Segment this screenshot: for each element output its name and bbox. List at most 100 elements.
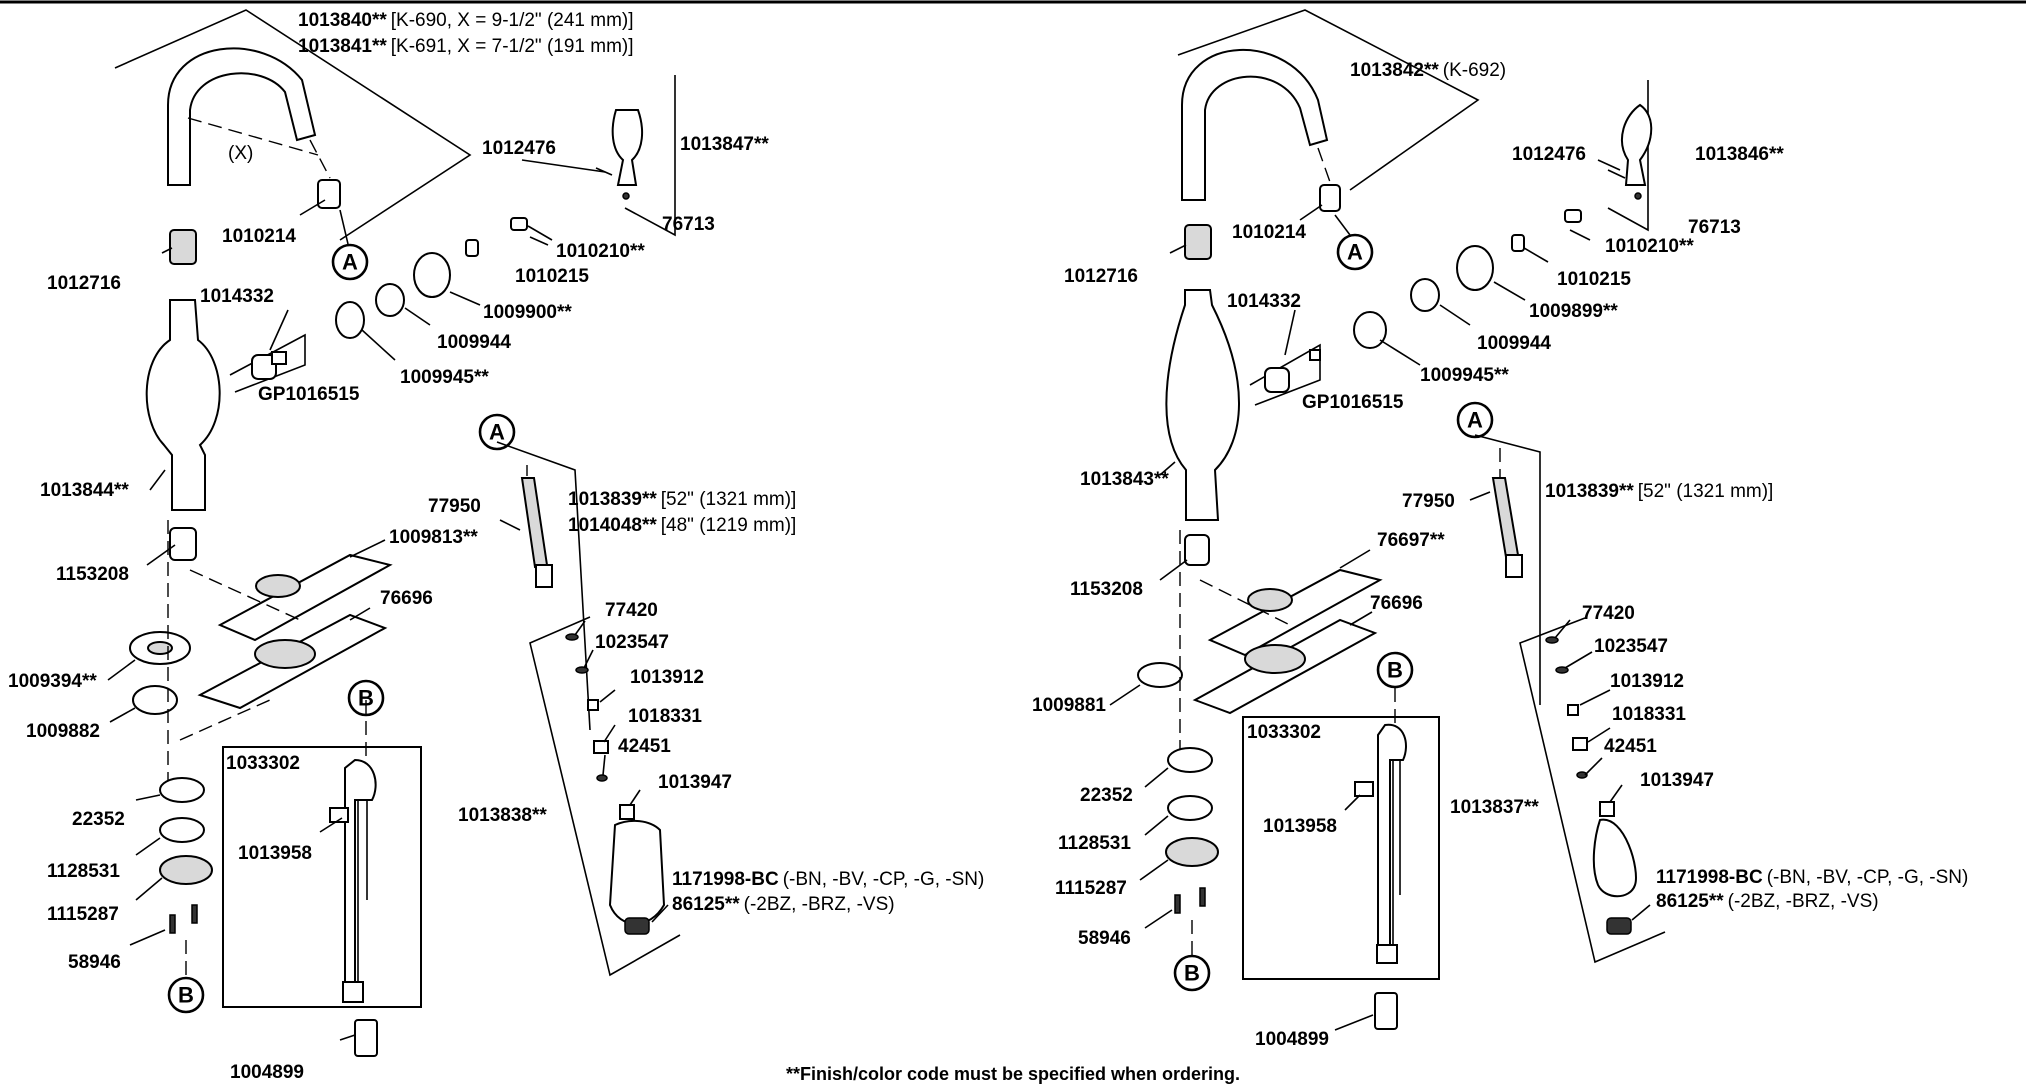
part-label: 1023547 — [1594, 636, 1668, 657]
callout-a-label: A — [1467, 408, 1483, 433]
x-dimension-line — [187, 117, 319, 156]
part-label: 42451 — [618, 736, 671, 757]
part-label: 76696 — [1370, 593, 1423, 614]
part-label: 1009944 — [1477, 333, 1551, 354]
svg-text:86125**(-2BZ, -BRZ, -VS): 86125**(-2BZ, -BRZ, -VS) — [1656, 891, 1879, 912]
part-label: 1009899** — [1529, 301, 1618, 322]
washer-1128531 — [1167, 795, 1213, 821]
callout-a-label: A — [1347, 240, 1363, 265]
part-label: 77950 — [428, 496, 481, 517]
part-spec: (-BN, -BV, -CP, -G, -SN) — [783, 869, 985, 890]
part-label: 1128531 — [47, 861, 120, 882]
part-label: 76713 — [662, 214, 715, 235]
part-label: 1013840** — [298, 10, 387, 31]
part-label: 1009945** — [1420, 365, 1509, 386]
handle-frame — [624, 75, 676, 237]
part-label: 86125** — [1656, 891, 1724, 912]
part-label: 1010215 — [515, 266, 589, 287]
part-label: 1013839** — [1545, 481, 1634, 502]
part-label: 1014332 — [1227, 291, 1301, 312]
part-label: 1009944 — [437, 332, 511, 353]
part-label: 1009881 — [1032, 695, 1106, 716]
part-label: 1013844** — [40, 480, 129, 501]
part-label: 1013912 — [630, 667, 704, 688]
part-label: 1014048** — [568, 515, 657, 536]
part-spec: (K-692) — [1443, 60, 1506, 81]
connector-1004899 — [354, 1019, 378, 1057]
part-label: 1013838** — [458, 805, 547, 826]
aerator-1012716 — [1184, 224, 1212, 260]
part-spec: [K-691, X = 7-1/2" (191 mm)] — [391, 36, 634, 57]
connector-1004899 — [1374, 992, 1398, 1030]
aerator-1012716 — [169, 229, 197, 265]
ordering-footnote: **Finish/color code must be specified wh… — [785, 1064, 1241, 1084]
part-spec: (-2BZ, -BRZ, -VS) — [1728, 891, 1879, 912]
right-faucet-assembly: A A B B 1013842**(K-692) 1012476 1013846… — [1032, 9, 1968, 1050]
left-spout — [167, 47, 317, 186]
escutcheon-1009899 — [1456, 245, 1494, 291]
part-label: 77420 — [1582, 603, 1635, 624]
callout-b-label: B — [178, 983, 194, 1008]
part-label: 1023547 — [595, 632, 669, 653]
nut-1009945 — [335, 301, 365, 339]
part-label: 1013837** — [1450, 797, 1539, 818]
svg-text:1013840**[K-690, X = 9-1/2" (2: 1013840**[K-690, X = 9-1/2" (241 mm)] — [298, 10, 634, 31]
callout-b-top — [1376, 651, 1414, 689]
part-label: 1033302 — [226, 753, 300, 774]
hose-1013839 — [520, 477, 549, 569]
svg-text:1171998-BC(-BN, -BV, -CP, -G,: 1171998-BC(-BN, -BV, -CP, -G, -SN) — [1656, 867, 1968, 888]
part-spec: [52" (1321 mm)] — [661, 489, 797, 510]
callout-b-label: B — [1387, 658, 1403, 683]
part-label: 76713 — [1688, 217, 1741, 238]
hose-frame — [1474, 434, 1541, 705]
part-label: 1013912 — [1610, 671, 1684, 692]
part-label: 1013843** — [1080, 469, 1169, 490]
sprayhead-1013838 — [608, 819, 666, 925]
part-label: 76696 — [380, 588, 433, 609]
part-label: 1012476 — [1512, 144, 1586, 165]
svg-text:1013839**[52" (1321 mm)]: 1013839**[52" (1321 mm)] — [1545, 481, 1773, 502]
svg-text:1013842**(K-692): 1013842**(K-692) — [1350, 60, 1506, 81]
part-label: 1115287 — [47, 904, 119, 925]
part-label: 1153208 — [56, 564, 129, 585]
quick-connect-box-1033302 — [1242, 716, 1440, 980]
part-label: 1012716 — [1064, 266, 1138, 287]
sprayhead-frame — [1519, 617, 1666, 964]
escutcheon-1009881 — [1137, 662, 1183, 688]
washer-22352 — [159, 777, 205, 803]
part-label: 1004899 — [230, 1062, 304, 1083]
right-handle-1013846 — [1621, 103, 1653, 186]
part-label: 1013842** — [1350, 60, 1439, 81]
part-label: 1013958 — [1263, 816, 1337, 837]
part-label: 1009945** — [400, 367, 489, 388]
part-label: 1171998-BC — [672, 869, 779, 890]
part-label: 1018331 — [628, 706, 702, 727]
svg-text:86125**(-2BZ, -BRZ, -VS): 86125**(-2BZ, -BRZ, -VS) — [672, 894, 895, 915]
part-label: GP1016515 — [258, 384, 360, 405]
part-spec: [52" (1321 mm)] — [1638, 481, 1774, 502]
callout-b-label: B — [1184, 961, 1200, 986]
callout-b-bottom — [167, 976, 205, 1014]
part-label: 1014332 — [200, 286, 274, 307]
part-label: 1013841** — [298, 36, 387, 57]
spout-frame — [114, 9, 472, 241]
part-label: 1009813** — [389, 527, 478, 548]
part-label: 1010210** — [1605, 236, 1694, 257]
part-label: 1012716 — [47, 273, 121, 294]
part-label: 1128531 — [1058, 833, 1131, 854]
part-label: 1010214 — [1232, 222, 1306, 243]
part-label: 77950 — [1402, 491, 1455, 512]
callout-a-top — [1336, 233, 1374, 271]
right-spout — [1181, 49, 1329, 201]
part-label: 1171998-BC — [1656, 867, 1763, 888]
part-label: 77420 — [605, 600, 658, 621]
part-spec: (-2BZ, -BRZ, -VS) — [744, 894, 895, 915]
washer-22352 — [1167, 747, 1213, 773]
part-label: 1153208 — [1070, 579, 1143, 600]
hose-1013839 — [1491, 477, 1520, 559]
part-label: 1009900** — [483, 302, 572, 323]
aerator-1010214 — [317, 179, 341, 209]
part-label: 1013846** — [1695, 144, 1784, 165]
left-body-1013844 — [145, 299, 221, 511]
left-handle-1013847 — [611, 109, 644, 186]
